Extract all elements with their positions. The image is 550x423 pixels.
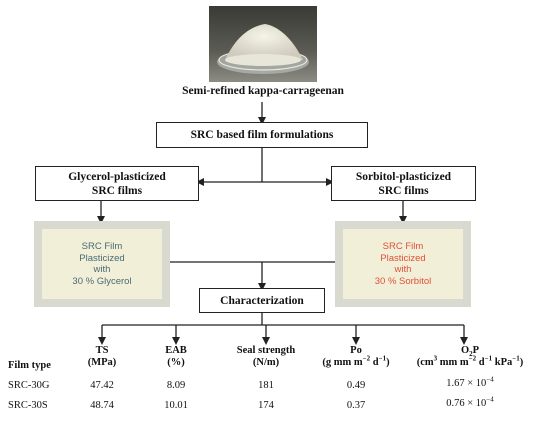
header-seal-unit: (N/m) bbox=[252, 357, 280, 368]
glycerol-box: Glycerol-plasticized SRC films bbox=[35, 166, 199, 201]
row-2-eab: 10.01 bbox=[164, 400, 188, 411]
header-o2p: O2P (cm3 mm m−2 d−1 kPa−1) bbox=[400, 345, 540, 369]
powder-caption: Semi-refined kappa-carrageenan bbox=[182, 85, 344, 97]
row-1-ts: 47.42 bbox=[90, 380, 114, 391]
row-1-seal: 181 bbox=[258, 380, 274, 391]
row-2-film: SRC-30S bbox=[8, 400, 48, 411]
characterization-label: Characterization bbox=[220, 294, 304, 307]
header-po-name: Po bbox=[350, 345, 362, 356]
header-film-type: Film type bbox=[8, 360, 51, 371]
header-ts-unit: (MPa) bbox=[87, 357, 117, 368]
row-2-ts: 48.74 bbox=[90, 400, 114, 411]
header-ts-name: TS bbox=[95, 345, 109, 356]
sorbitol-film-image: SRC Film Plasticized with 30 % Sorbitol bbox=[335, 221, 471, 307]
sorbitol-film-line-1: SRC Film bbox=[382, 241, 424, 252]
row-2-po: 0.37 bbox=[346, 400, 366, 411]
glycerol-box-line-2: SRC films bbox=[91, 184, 143, 197]
sorbitol-film-sheet: SRC Film Plasticized with 30 % Sorbitol bbox=[343, 229, 463, 299]
header-eab-name: EAB bbox=[165, 345, 187, 356]
glycerol-film-line-3: with bbox=[93, 264, 111, 275]
header-o2p-unit: (cm3 mm m−2 d−1 kPa−1) bbox=[416, 354, 524, 368]
glycerol-film-image: SRC Film Plasticized with 30 % Glycerol bbox=[34, 221, 170, 307]
row-2-o2p: 0.76 × 10−4 bbox=[446, 395, 494, 409]
glycerol-film-line-2: Plasticized bbox=[79, 252, 125, 264]
sorbitol-film-line-4: 30 % Sorbitol bbox=[374, 275, 432, 287]
row-2-seal: 174 bbox=[258, 400, 274, 411]
header-ts: TS (MPa) bbox=[82, 345, 122, 369]
glycerol-box-line-1: Glycerol-plasticized bbox=[68, 170, 166, 183]
header-seal: Seal strength (N/m) bbox=[226, 345, 306, 369]
row-1-o2p: 1.67 × 10−4 bbox=[446, 375, 494, 389]
row-1-eab: 8.09 bbox=[166, 380, 186, 391]
formulations-box: SRC based film formulations bbox=[156, 122, 368, 148]
characterization-box: Characterization bbox=[199, 288, 325, 313]
header-seal-name: Seal strength bbox=[236, 345, 296, 356]
header-po-unit: (g mm m−2 d−1) bbox=[322, 354, 390, 368]
row-1-film: SRC-30G bbox=[8, 380, 50, 391]
header-po: Po (g mm m−2 d−1) bbox=[306, 345, 406, 369]
sorbitol-box-line-1: Sorbitol-plasticized bbox=[355, 170, 452, 183]
sorbitol-box-line-2: SRC films bbox=[378, 184, 429, 197]
row-1-po: 0.49 bbox=[346, 380, 366, 391]
header-o2p-name: O2P bbox=[460, 345, 480, 359]
glycerol-film-line-1: SRC Film bbox=[81, 241, 123, 252]
sorbitol-film-line-3: with bbox=[394, 264, 412, 275]
glycerol-film-sheet: SRC Film Plasticized with 30 % Glycerol bbox=[42, 229, 162, 299]
header-eab: EAB (%) bbox=[156, 345, 196, 369]
header-eab-unit: (%) bbox=[167, 357, 185, 368]
glycerol-film-line-4: 30 % Glycerol bbox=[72, 275, 132, 287]
formulations-label: SRC based film formulations bbox=[190, 129, 334, 141]
sorbitol-film-line-2: Plasticized bbox=[380, 252, 426, 264]
sorbitol-box: Sorbitol-plasticized SRC films bbox=[331, 166, 476, 201]
carrageenan-powder-image bbox=[209, 6, 317, 82]
